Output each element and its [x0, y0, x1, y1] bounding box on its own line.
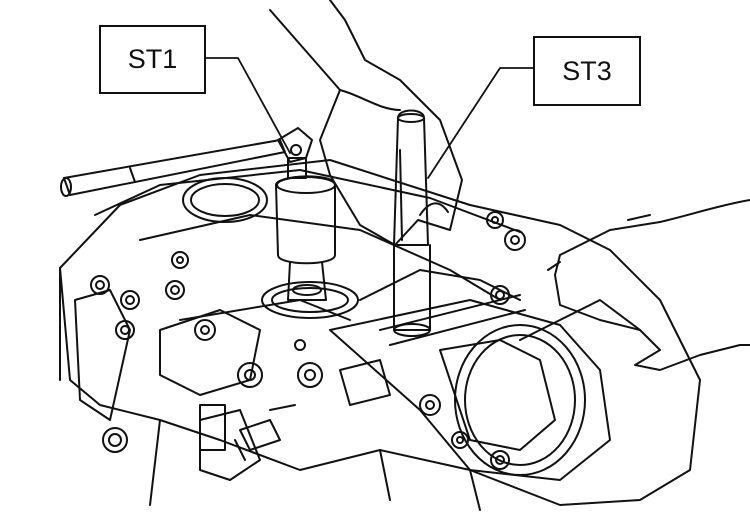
- washer-plate: [261, 281, 359, 319]
- st3-tool: [393, 109, 431, 337]
- st1-label: ST1: [127, 44, 178, 74]
- ratchet-handle: [60, 139, 286, 197]
- st3-label: ST3: [562, 55, 612, 86]
- st1-label-box: ST1: [99, 25, 206, 94]
- cylinder-bore-right: [454, 324, 586, 476]
- st3-label-box: ST3: [533, 36, 641, 106]
- st1-tool: [275, 127, 336, 301]
- right-hand-illustration: [547, 199, 750, 371]
- leader-lines: [201, 57, 534, 179]
- hand-illustration: [269, 0, 463, 246]
- bolt-bosses: [90, 211, 526, 470]
- cylinder-bore: [182, 177, 268, 223]
- engine-block: [59, 159, 701, 511]
- sensor-part: [199, 359, 391, 461]
